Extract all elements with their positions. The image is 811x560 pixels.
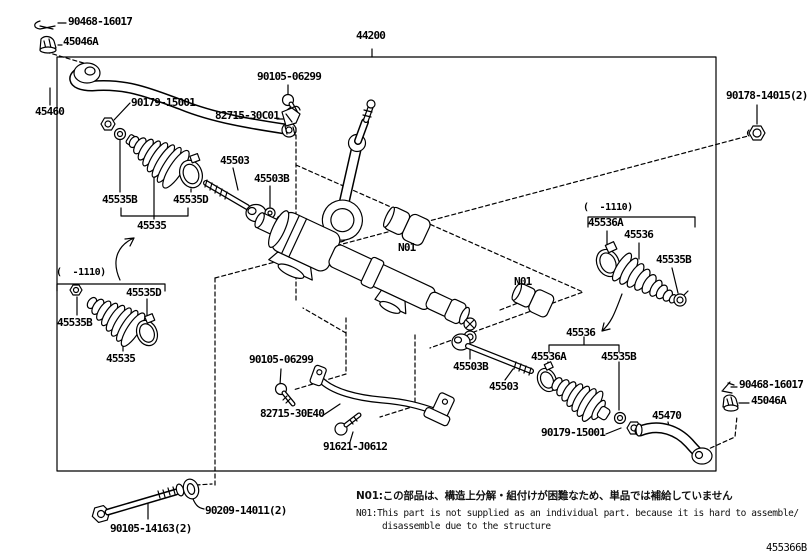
link-drawing [309,364,455,427]
nut-left-drawing [100,117,116,131]
tie-rod-end-left-drawing [69,62,297,138]
callout-boot-upper-left: 45535 [137,219,167,232]
inner-tie-rod-lower-drawing [451,330,534,376]
boot-group-upper-right [595,241,689,307]
callout-boot-clamp-lower-right: 45536A [531,350,567,363]
callout-clip-bottom-right: 90468-16017 [739,378,804,391]
callout-bolt-bottom: 90105-14163(2) [110,522,192,535]
bolt-link-drawing [334,412,362,436]
cotter-pin-bottom-right-icon [721,381,735,394]
callout-boot-clip-lower-right: 45535B [601,350,637,363]
callout-washer-lower: 45503B [453,360,489,373]
nut-top-right-drawing [746,125,766,141]
dust-cap-top-left [39,35,57,54]
callout-link-lower: 82715-30E40 [260,407,325,420]
callout-boot-lower-right: 45536 [566,326,596,339]
callout-n01-right: N01 [514,275,532,288]
callout-tie-rod-end-left: 45460 [35,105,65,118]
callout-boot-clip-lower-left: 45535B [57,316,93,329]
washer-bottom-drawing [182,478,200,500]
rack-assembly-drawing [254,199,471,325]
callout-tie-rod-end-right: 45470 [652,409,682,422]
callout-boot-clamp-lower-left: 45535D [126,286,162,299]
callout-boot-clamp-upper-left: 45535D [173,193,209,206]
bushing-n01-left-drawing [382,206,431,246]
callout-bolt-link: 91621-J0612 [323,440,388,453]
callout-clamp-top: 82715-30C01 [215,109,280,122]
callout-cap-bottom-right: 45046A [751,394,787,407]
callout-washer-upper: 45503B [254,172,290,185]
boot-group-upper-left [113,127,203,189]
callout-rack-end-lower: 45503 [489,380,519,393]
callout-boot-upper-right: 45536 [624,228,654,241]
bushing-n01-right-drawing [511,283,555,318]
bolt-lower-drawing [274,382,296,407]
note-n01-japanese: N01:この部品は、構造上分解・組付けが困難なため、単品では補給していません [356,490,733,502]
callout-nut-lower-right: 90179-15001 [541,426,606,439]
boot-group-lower-left [69,284,159,347]
callout-boot-clip-upper-left: 45535B [102,193,138,206]
diagram-frame [56,56,717,472]
cotter-pin-icon [34,20,56,30]
callout-boot-clip-upper-right: 45535B [656,253,692,266]
leader-lines [49,22,758,520]
note-n01-english-line1: N01:This part is not supplied as an indi… [356,508,799,519]
callout-nut-left: 90179-15001 [131,96,196,109]
callout-boot-clamp-upper-right: 45536A [588,216,624,229]
callout-clip-top-left: 90468-16017 [68,15,133,28]
rack-end-washer-drawing [463,317,477,331]
callout-range-right: ( -1110) [583,202,633,213]
callout-boot-lower-left: 45535 [106,352,136,365]
callout-bolt-lower: 90105-06299 [249,353,314,366]
callout-n01-left: N01 [398,241,416,254]
dust-cap-bottom-right [722,394,739,412]
callout-bolt-top: 90105-06299 [257,70,322,83]
input-shaft-drawing [336,99,376,218]
figure-code: 455366B [766,542,807,554]
boot-group-lower-right [536,361,642,435]
callout-cap-top-left: 45046A [63,35,99,48]
callout-washer-bottom: 90209-14011(2) [205,504,287,517]
callout-range-left: ( -1110) [56,267,106,278]
bolt-bottom-drawing [91,483,185,524]
note-n01-english-line2: disassemble due to the structure [382,521,551,532]
tie-rod-end-right-drawing [634,422,713,465]
callout-nut-top-right: 90178-14015(2) [726,89,808,102]
clamp-top-drawing [281,105,301,136]
callout-assembly-number: 44200 [356,29,386,42]
callout-rack-end-upper: 45503 [220,154,250,167]
